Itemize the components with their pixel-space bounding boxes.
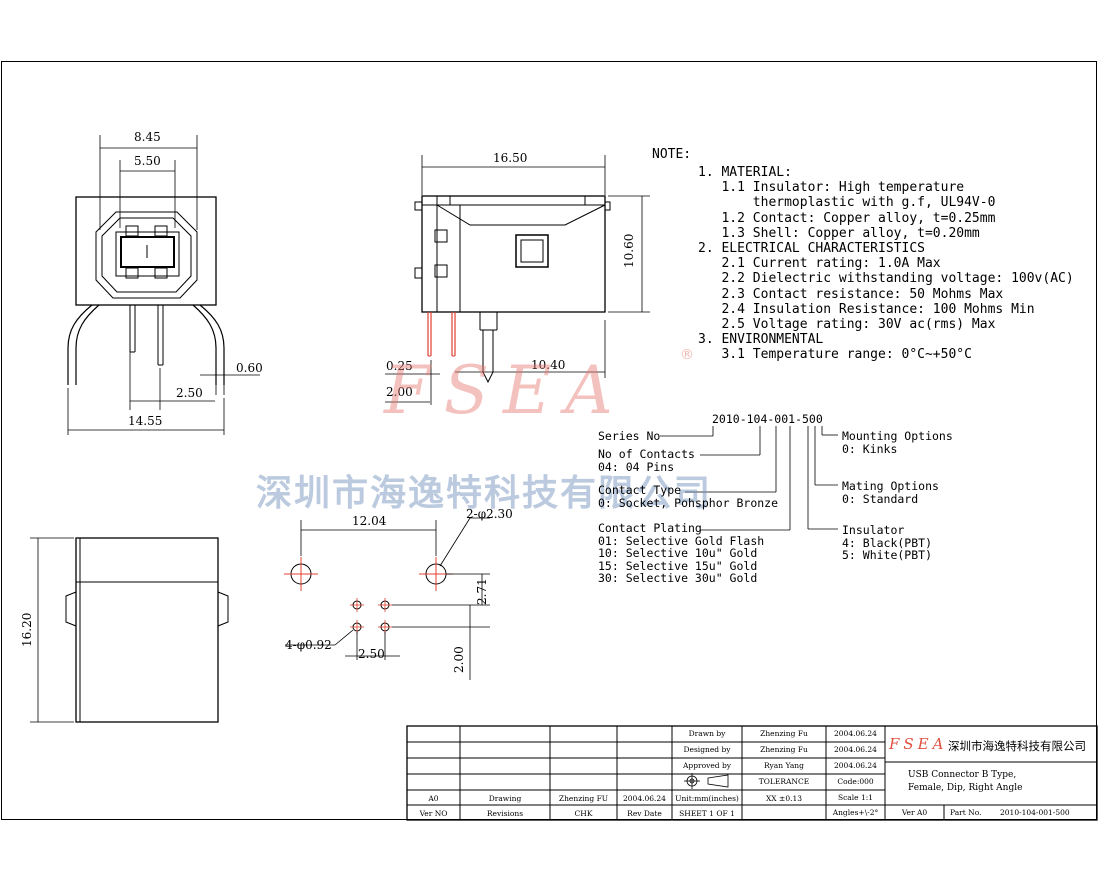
tb-code: Code:000 — [837, 777, 874, 786]
dim-pin-holes: 4-φ0.92 — [285, 638, 332, 652]
dim-pin-pitch-front: 2.50 — [176, 386, 203, 400]
dim-pin-row-pitch: 2.00 — [452, 646, 466, 673]
code-plating-label: Contact Plating — [598, 521, 702, 535]
code-plating-option: 10: Selective 10u" Gold — [598, 546, 758, 560]
tb-logo: FSEA — [889, 735, 948, 753]
bottom-view — [30, 537, 229, 723]
note-line: 1.3 Shell: Copper alloy, t=0.20mm — [698, 225, 980, 241]
part-code: 2010-104-001-500 — [712, 412, 823, 426]
dim-pin-length: 2.00 — [386, 385, 413, 399]
tb-approved-label: Approved by — [682, 761, 732, 770]
tb-title-line2: Female, Dip, Right Angle — [908, 783, 1023, 793]
code-plating: Contact Plating 01: Selective Gold Flash… — [598, 522, 764, 585]
pcb-layout — [284, 517, 490, 680]
note-line: 2. ELECTRICAL CHARACTERISTICS — [698, 241, 925, 257]
tb-part-no: 2010-104-001-500 — [1000, 808, 1070, 817]
code-insulator-label: Insulator — [842, 523, 905, 537]
note-line: 2.5 Voltage rating: 30V ac(rms) Max — [698, 317, 996, 333]
code-contact-type-value: 0: Socket, Pohsphor Bronze — [598, 495, 779, 510]
code-plating-option: 30: Selective 30u" Gold — [598, 571, 758, 585]
note-line: 3. ENVIRONMENTAL — [698, 332, 824, 348]
code-contacts-label: No of Contacts — [598, 447, 695, 461]
dim-mount-holes: 2-φ2.30 — [466, 507, 513, 521]
tb-rev-date-label: Rev Date — [627, 809, 662, 818]
code-mounting-label: Mounting Options — [842, 429, 953, 443]
code-contact-type: Contact Type 0: Socket, Pohsphor Bronze — [598, 484, 778, 509]
tb-sheet: SHEET 1 OF 1 — [679, 809, 735, 818]
note-line: 2.4 Insulation Resistance: 100 Mohms Min — [698, 301, 1035, 317]
dim-pin-row-offset: 2.71 — [475, 578, 489, 605]
code-mounting: Mounting Options 0: Kinks — [842, 430, 953, 455]
tb-angles: Angles+\-2° — [832, 808, 879, 817]
watermark-company: 深圳市海逸特科技有限公司 — [256, 473, 713, 514]
notes-title: NOTE: — [652, 147, 692, 162]
code-contacts: No of Contacts 04: 04 Pins — [598, 448, 695, 473]
dim-bottom-height: 16.20 — [20, 612, 34, 647]
dim-top-width-outer: 8.45 — [134, 130, 161, 144]
tb-rev-date: 2004.06.24 — [623, 794, 666, 803]
tb-tolerance-label: TOLERANCE — [758, 777, 810, 786]
tb-tolerance-value: XX ±0.13 — [765, 794, 803, 803]
dim-hole-spacing: 12.04 — [352, 514, 387, 528]
code-contacts-value: 04: 04 Pins — [598, 459, 675, 474]
notes-list: 1. MATERIAL: 1.1 Insulator: High tempera… — [698, 165, 1074, 363]
tb-company: 深圳市海逸特科技有限公司 — [948, 739, 1086, 753]
tb-scale: Scale 1:1 — [837, 793, 874, 802]
note-line: 2.2 Dielectric withstanding voltage: 100… — [698, 271, 1074, 287]
dim-top-width-inner: 5.50 — [134, 154, 161, 168]
projection-symbol-icon — [684, 773, 729, 789]
tb-rev-drawing: Drawing — [488, 794, 522, 803]
dim-side-length: 16.50 — [493, 151, 528, 165]
tb-chk: CHK — [574, 809, 593, 818]
code-mating-value: 0: Standard — [842, 491, 919, 506]
code-series: Series No — [598, 429, 661, 443]
code-insulator: Insulator 4: Black(PBT) 5: White(PBT) — [842, 524, 932, 562]
tb-ver-no: Ver NO — [419, 809, 448, 818]
code-plating-option: 15: Selective 15u" Gold — [598, 558, 758, 573]
tb-designed-label: Designed by — [683, 745, 731, 754]
tb-drawn-date: 2004.06.24 — [834, 729, 877, 738]
tb-ver-label: Ver A0 — [901, 808, 928, 817]
dim-side-height: 10.60 — [622, 233, 636, 268]
dim-pin-pitch-pcb: 2.50 — [358, 647, 385, 661]
watermark-registered: ® — [680, 347, 694, 363]
tb-rev-by: Zhenzing FU — [558, 794, 609, 803]
dim-shell-thickness: 0.60 — [236, 361, 263, 375]
tb-drawn-label: Drawn by — [688, 729, 726, 738]
watermark-brand: FSEA — [384, 352, 627, 429]
tb-approved-name: Ryan Yang — [764, 761, 804, 770]
note-line: 2.1 Current rating: 1.0A Max — [698, 256, 941, 272]
dim-front-total-width: 14.55 — [128, 414, 163, 428]
tb-drawn-name: Zhenzing Fu — [760, 729, 808, 738]
dim-contact-thickness: 0.25 — [386, 359, 413, 373]
tb-title-line1: USB Connector B Type, — [908, 770, 1017, 780]
side-view — [385, 155, 650, 405]
note-line: 1. MATERIAL: — [698, 165, 792, 180]
tb-part-label: Part No. — [950, 808, 982, 817]
code-mounting-value: 0: Kinks — [842, 441, 898, 456]
code-contact-type-label: Contact Type — [598, 483, 682, 497]
tb-rev-a0: A0 — [428, 794, 439, 803]
tb-revisions: Revisions — [486, 809, 524, 818]
dim-board-offset: 10.40 — [531, 358, 566, 372]
tb-approved-date: 2004.06.24 — [834, 761, 877, 770]
code-mating-label: Mating Options — [842, 479, 939, 493]
note-line: 2.3 Contact resistance: 50 Mohms Max — [698, 286, 1004, 302]
tb-designed-date: 2004.06.24 — [834, 745, 877, 754]
tb-units: Unit:mm(inches) — [675, 794, 739, 803]
part-code-leaders — [660, 426, 838, 531]
note-line: 1.1 Insulator: High temperature — [698, 180, 965, 196]
front-view — [67, 135, 260, 435]
code-plating-option: 01: Selective Gold Flash — [598, 533, 765, 548]
note-line: 3.1 Temperature range: 0°C~+50°C — [698, 347, 972, 363]
title-block-grid — [406, 725, 1098, 821]
note-line: thermoplastic with g.f, UL94V-0 — [698, 195, 996, 211]
note-line: 1.2 Contact: Copper alloy, t=0.25mm — [698, 210, 996, 226]
code-mating: Mating Options 0: Standard — [842, 480, 939, 505]
code-insulator-option: 4: Black(PBT) — [842, 535, 933, 550]
tb-designed-name: Zhenzing Fu — [760, 745, 808, 754]
code-insulator-option: 5: White(PBT) — [842, 548, 933, 562]
